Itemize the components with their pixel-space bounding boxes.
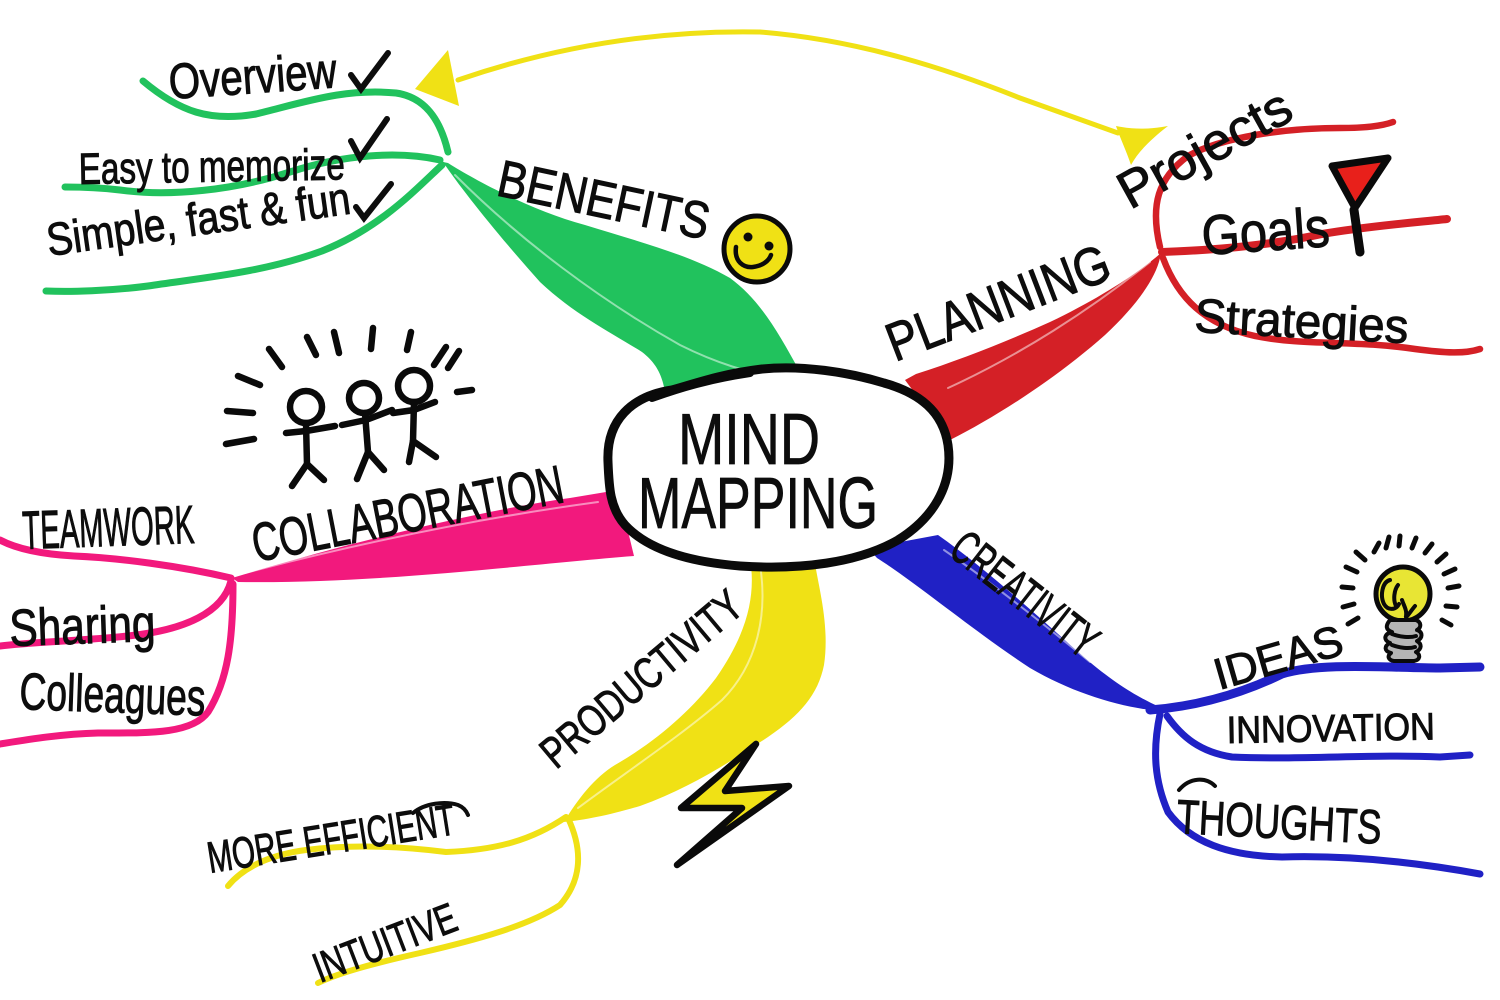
svg-text:INNOVATION: INNOVATION bbox=[1226, 706, 1435, 752]
svg-text:THOUGHTS: THOUGHTS bbox=[1175, 791, 1382, 855]
svg-text:TEAMWORK: TEAMWORK bbox=[21, 495, 195, 561]
svg-text:MAPPING: MAPPING bbox=[638, 464, 878, 544]
svg-text:Goals: Goals bbox=[1199, 195, 1331, 267]
svg-text:Sharing: Sharing bbox=[8, 595, 156, 658]
svg-text:Colleagues: Colleagues bbox=[19, 663, 207, 727]
svg-text:Easy to memorize: Easy to memorize bbox=[78, 140, 345, 194]
svg-text:Overview: Overview bbox=[167, 42, 339, 110]
svg-text:MIND: MIND bbox=[678, 400, 820, 480]
svg-text:Strategies: Strategies bbox=[1193, 290, 1409, 354]
